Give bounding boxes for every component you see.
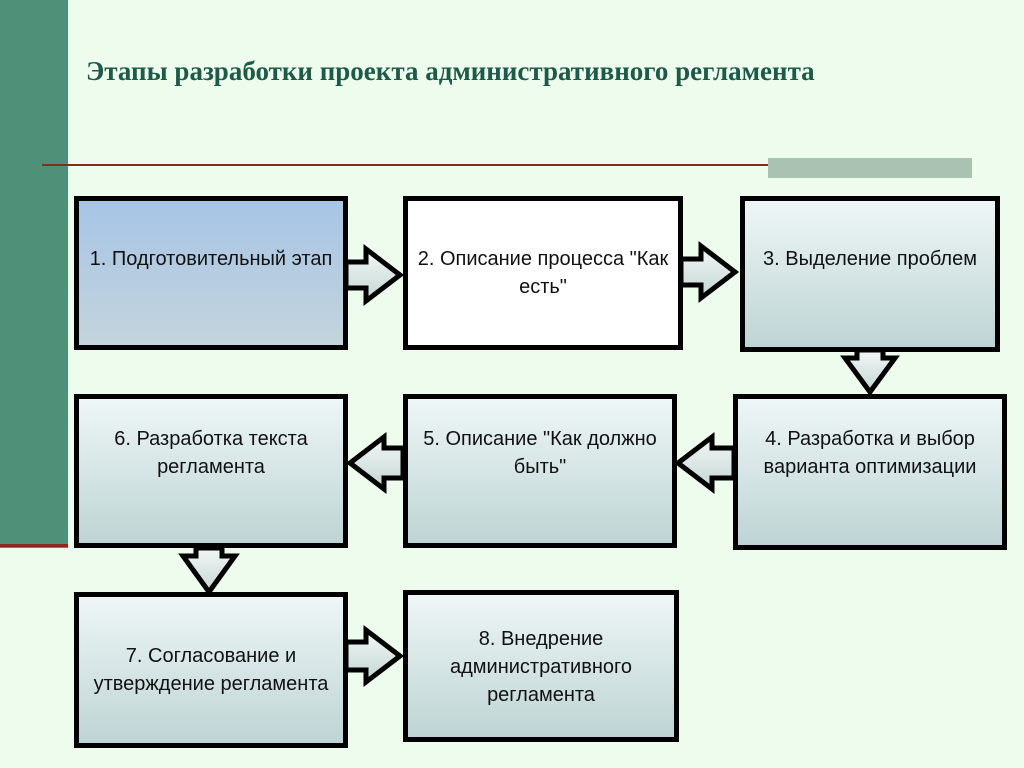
step-1-box: 1. Подготовительный этап bbox=[74, 196, 348, 350]
page-title: Этапы разработки проекта административно… bbox=[86, 56, 815, 86]
step-6-box: 6. Разработка текста регламента bbox=[74, 394, 348, 548]
step-2-box: 2. Описание процесса "Как есть" bbox=[403, 196, 683, 350]
step-4-label: 4. Разработка и выбор варианта оптимизац… bbox=[763, 428, 977, 478]
arrow-left-4-5 bbox=[673, 431, 737, 495]
arrow-down-3-4 bbox=[840, 347, 900, 397]
step-3-label: 3. Выделение проблем bbox=[763, 248, 977, 270]
step-5-box: 5. Описание "Как должно быть" bbox=[403, 394, 677, 548]
title-rule bbox=[42, 164, 972, 166]
step-7-label: 7. Согласование и утверждение регламента bbox=[93, 645, 329, 695]
step-3-box: 3. Выделение проблем bbox=[740, 196, 1000, 352]
arrow-down-6-7 bbox=[178, 545, 240, 597]
step-7-box: 7. Согласование и утверждение регламента bbox=[74, 592, 348, 748]
step-4-box: 4. Разработка и выбор варианта оптимизац… bbox=[733, 394, 1007, 550]
step-1-label: 1. Подготовительный этап bbox=[89, 248, 333, 270]
step-6-label: 6. Разработка текста регламента bbox=[114, 428, 308, 478]
step-8-box: 8. Внедрение административного регламент… bbox=[403, 590, 679, 742]
step-8-label: 8. Внедрение административного регламент… bbox=[449, 628, 632, 706]
title-accent-bar bbox=[768, 158, 972, 178]
arrow-right-1-2 bbox=[343, 243, 405, 307]
arrow-left-5-6 bbox=[345, 431, 406, 495]
step-5-label: 5. Описание "Как должно быть" bbox=[423, 428, 657, 478]
step-2-label: 2. Описание процесса "Как есть" bbox=[417, 248, 669, 298]
arrow-right-7-8 bbox=[343, 624, 405, 688]
arrow-right-2-3 bbox=[678, 240, 740, 304]
side-band bbox=[0, 0, 68, 548]
side-band-divider bbox=[0, 544, 68, 547]
